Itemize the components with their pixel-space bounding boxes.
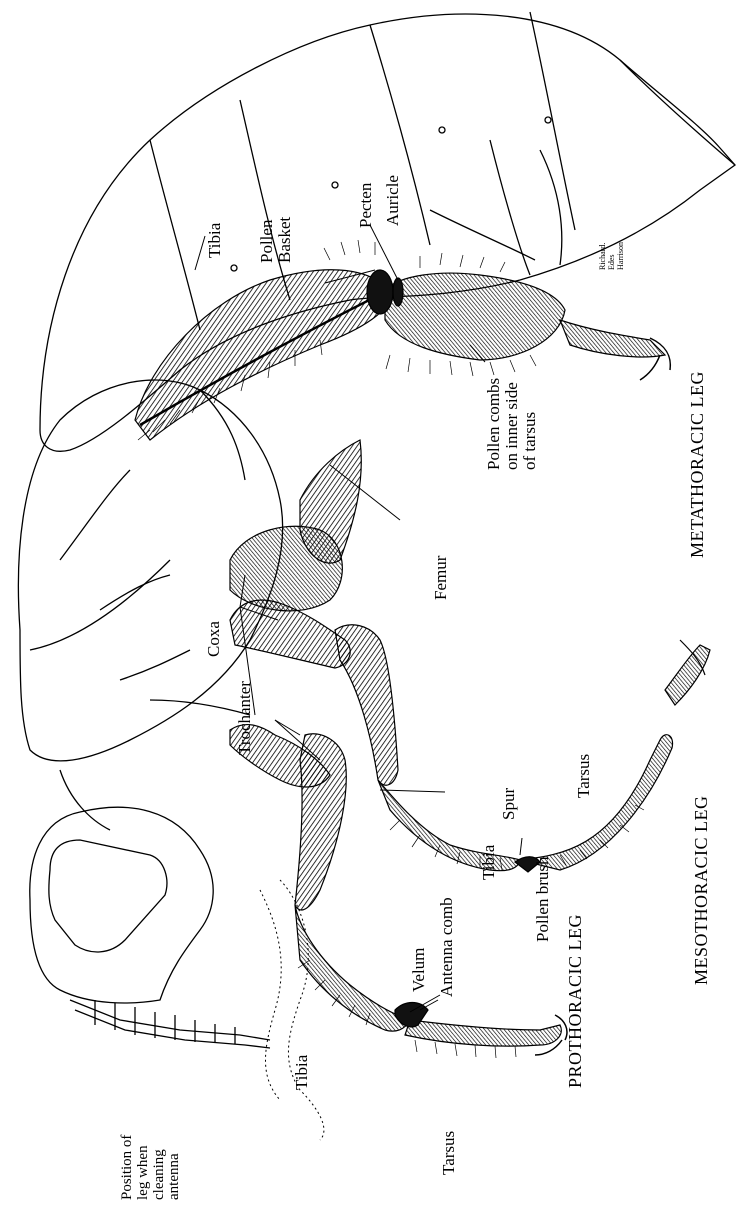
label-tibia-front: Tibia bbox=[293, 1055, 311, 1090]
head bbox=[30, 807, 270, 1048]
label-pollen-brush: Pollen brush bbox=[534, 857, 552, 942]
artist-signature: Richard. Edes Harrison bbox=[598, 242, 626, 270]
label-femur: Femur bbox=[432, 556, 450, 600]
label-trochanter: Trochanter bbox=[236, 681, 254, 755]
label-cleaning-position: Position of leg when cleaning antenna bbox=[120, 1135, 183, 1200]
front-leg bbox=[230, 725, 567, 1140]
label-tibia-hind: Tibia bbox=[206, 223, 224, 258]
label-prothoracic-leg: PROTHORACIC LEG bbox=[566, 914, 585, 1088]
label-auricle: Auricle bbox=[384, 175, 402, 226]
label-tarsus-mid: Tarsus bbox=[575, 754, 593, 798]
abdomen bbox=[40, 12, 735, 451]
label-velum: Velum bbox=[410, 948, 428, 992]
label-antenna-comb: Antenna comb bbox=[438, 897, 456, 997]
label-pollen-combs: Pollen combs on inner side of tarsus bbox=[485, 378, 539, 470]
label-coxa: Coxa bbox=[205, 621, 223, 657]
label-mesothoracic-leg: MESOTHORACIC LEG bbox=[692, 795, 711, 985]
label-metathoracic-leg: METATHORACIC LEG bbox=[688, 371, 707, 558]
label-tarsus-front: Tarsus bbox=[440, 1131, 458, 1175]
label-spur: Spur bbox=[500, 788, 518, 820]
label-tibia-mid: Tibia bbox=[480, 845, 498, 880]
label-pecten: Pecten bbox=[357, 183, 375, 228]
label-pollen-basket: Pollen Basket bbox=[258, 217, 294, 263]
hind-leg bbox=[135, 240, 670, 611]
